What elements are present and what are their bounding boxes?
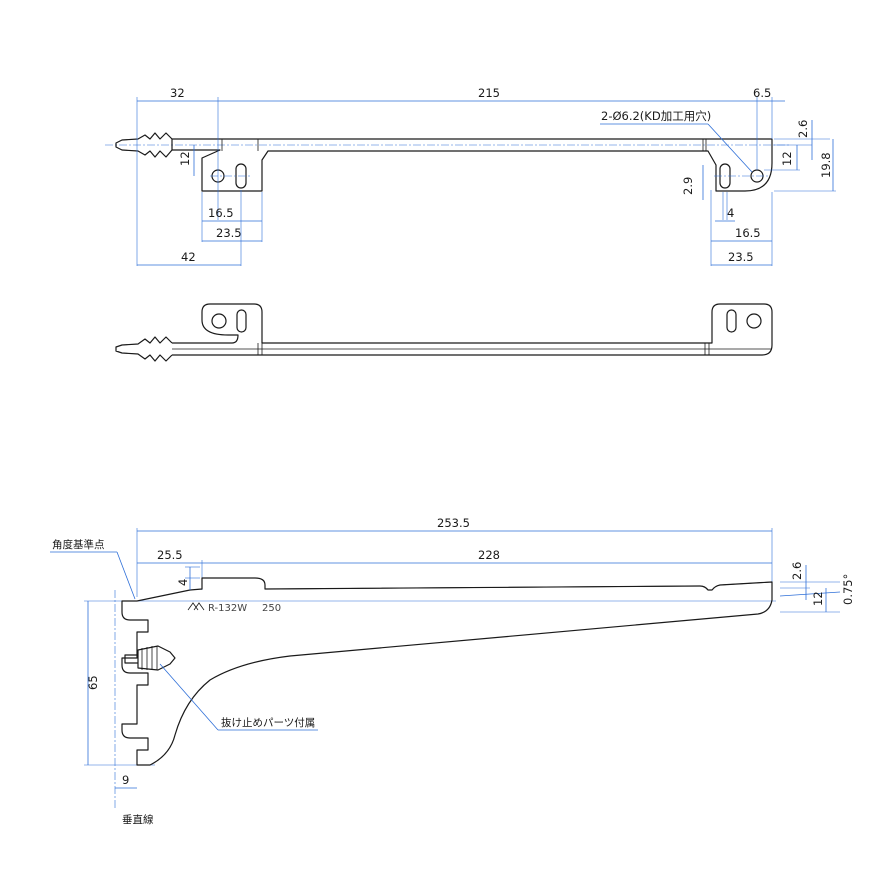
stopper-note-label: 抜け止めパーツ付属 <box>221 716 315 729</box>
dim-2-6-side: 2.6 <box>790 562 804 580</box>
front-stopper <box>115 336 173 362</box>
product-size: 250 <box>262 603 281 614</box>
dim-0-75-deg: 0.75° <box>841 574 855 605</box>
dim-6-5: 6.5 <box>753 86 771 100</box>
dim-19-8: 19.8 <box>819 152 833 178</box>
dim-16-5-left: 16.5 <box>208 206 234 220</box>
dim-12-right: 12 <box>780 151 794 166</box>
front-bracket-outline <box>172 303 773 356</box>
product-model: R-132W <box>208 603 247 614</box>
top-view: 32 215 6.5 2-Ø6.2(KD加工用穴) 16.5 23.5 42 4… <box>105 86 836 266</box>
side-stopper-head <box>137 645 176 671</box>
product-mark: R-132W 250 <box>187 602 281 614</box>
hole-leader <box>707 123 753 173</box>
dim-23-5-left: 23.5 <box>216 226 242 240</box>
brand-logo-icon <box>187 602 205 611</box>
dim-2-9: 2.9 <box>681 177 695 195</box>
dim-12-left: 12 <box>178 151 192 166</box>
side-top-edge <box>264 585 701 590</box>
hole-note: 2-Ø6.2(KD加工用穴) <box>601 109 711 123</box>
angle-reference-leader <box>116 551 136 600</box>
dim-9: 9 <box>122 773 129 787</box>
dim-2-6-top: 2.6 <box>796 120 810 138</box>
side-view: R-132W 250 253.5 25.5 228 65 9 4 2.6 12 … <box>50 516 855 826</box>
side-stopper-stem <box>124 654 138 664</box>
front-right-slot <box>726 309 737 333</box>
dim-16-5-right: 16.5 <box>735 226 761 240</box>
stopper-leader <box>159 663 219 731</box>
top-bracket-outline <box>171 138 773 192</box>
dim-23-5-right: 23.5 <box>728 250 754 264</box>
vertical-line-label: 垂直線 <box>122 813 154 826</box>
side-top-edge-end <box>719 581 773 586</box>
dim-253-5: 253.5 <box>437 516 470 530</box>
dim-12-side: 12 <box>811 591 825 606</box>
front-left-slot <box>236 309 247 333</box>
dim-25-5: 25.5 <box>157 548 183 562</box>
top-stopper <box>115 132 173 158</box>
front-left-round-hole <box>211 313 227 329</box>
dim-4-side: 4 <box>176 579 190 586</box>
dim-line-0-75 <box>779 591 841 597</box>
dim-4: 4 <box>727 206 734 220</box>
dim-42: 42 <box>181 250 196 264</box>
front-view <box>115 303 773 362</box>
side-bracket-outline <box>121 577 773 766</box>
dim-32: 32 <box>170 86 185 100</box>
dim-65: 65 <box>86 675 100 690</box>
dim-228: 228 <box>478 548 500 562</box>
front-right-round-hole <box>746 313 762 329</box>
dim-215: 215 <box>478 86 500 100</box>
angle-reference-label: 角度基準点 <box>52 538 105 551</box>
